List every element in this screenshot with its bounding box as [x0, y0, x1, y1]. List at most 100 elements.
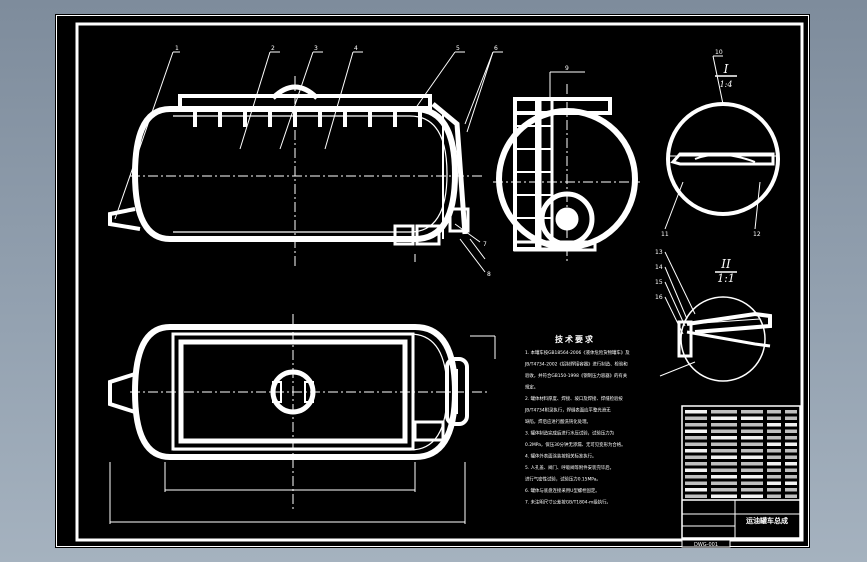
- detail-i: [664, 55, 780, 230]
- parts-list-cell: [685, 468, 707, 472]
- parts-list-cell: [711, 481, 737, 485]
- detail-ii-scale: 1:1: [717, 272, 735, 285]
- parts-list-cell: [741, 442, 763, 446]
- parts-list-cell: [785, 410, 797, 414]
- parts-list-cell: [785, 436, 797, 440]
- parts-list-cell: [767, 416, 781, 420]
- parts-list-cell: [685, 429, 707, 433]
- parts-list-cell: [711, 436, 737, 440]
- parts-list-cell: [711, 475, 737, 479]
- callout-11: 11: [661, 231, 669, 238]
- side-view: [493, 71, 640, 264]
- callout-6: 6: [494, 45, 498, 52]
- parts-list-cell: [767, 423, 781, 427]
- tech-requirement-line: 进行气密性试验，试验压力0.15MPa。: [525, 476, 601, 483]
- parts-list-cell: [685, 442, 707, 446]
- parts-list-cell: [685, 423, 707, 427]
- parts-list-cell: [785, 494, 797, 498]
- tech-requirement-line: 5. 人孔盖、阀门、呼吸阀等附件安装完毕后，: [525, 464, 614, 471]
- parts-list-cell: [685, 481, 707, 485]
- callout-9: 9: [565, 65, 569, 72]
- detail-ii-numeral: II: [720, 257, 731, 271]
- tech-requirements-title: 技术要求: [555, 334, 595, 344]
- tech-requirement-line: JB/T4734-2002《铝制焊接容器》进行制造、检验和: [524, 361, 628, 368]
- drawing-number: DWG-001: [694, 542, 718, 548]
- callout-13: 13: [655, 249, 663, 256]
- tech-requirement-line: 2. 罐体材料厚度、焊接、坡口及焊接、焊缝检验按: [525, 395, 623, 402]
- parts-list-cell: [711, 494, 737, 498]
- inner-border: [75, 22, 804, 542]
- parts-list-cell: [685, 436, 707, 440]
- callout-4: 4: [354, 45, 358, 52]
- main-view-callouts: 1 2 3 4 5 6 7 8: [175, 45, 498, 278]
- parts-list-cell: [767, 429, 781, 433]
- parts-list-cell: [711, 410, 737, 414]
- callout-16: 16: [655, 294, 663, 301]
- tech-requirements-lines: 1. 本罐车按GB18564-2006《液体危险货物罐车》及 JB/T4734-…: [524, 349, 630, 506]
- tech-requirement-line: 1. 本罐车按GB18564-2006《液体危险货物罐车》及: [525, 349, 630, 356]
- detail-i-label: I 1:4 10 11 12: [661, 49, 761, 238]
- parts-list-cell: [741, 429, 763, 433]
- parts-list-cell: [741, 410, 763, 414]
- callout-3: 3: [314, 45, 318, 52]
- parts-list-cell: [685, 455, 707, 459]
- parts-list-cell: [741, 436, 763, 440]
- parts-list-cell: [711, 468, 737, 472]
- parts-list-cell: [785, 475, 797, 479]
- parts-list-cell: [767, 436, 781, 440]
- detail-ii-label: II 1:1 13 14 15 16: [655, 249, 735, 301]
- parts-list-cell: [711, 462, 737, 466]
- parts-list-cell: [741, 449, 763, 453]
- detail-i-numeral: I: [723, 62, 729, 76]
- parts-list-cell: [711, 449, 737, 453]
- parts-list-cell: [785, 481, 797, 485]
- parts-list-cell: [741, 468, 763, 472]
- parts-list-cell: [767, 455, 781, 459]
- parts-list-cell: [685, 475, 707, 479]
- parts-list-cell: [741, 416, 763, 420]
- tech-requirement-line: 规定。: [525, 384, 538, 391]
- callout-15: 15: [655, 279, 663, 286]
- parts-list-cell: [685, 449, 707, 453]
- parts-list-cell: [767, 494, 781, 498]
- tech-requirement-line: 4. 罐体外表面涂装按相关标准执行。: [525, 453, 596, 460]
- parts-list-cell: [767, 449, 781, 453]
- parts-list-cell: [741, 488, 763, 492]
- parts-list: [685, 410, 797, 498]
- parts-list-cell: [685, 410, 707, 414]
- title-block: 运油罐车总成 DWG-001: [681, 405, 801, 548]
- parts-list-cell: [685, 494, 707, 498]
- parts-list-cell: [741, 475, 763, 479]
- parts-list-cell: [767, 481, 781, 485]
- parts-list-cell: [785, 423, 797, 427]
- parts-list-cell: [711, 429, 737, 433]
- tech-requirement-line: JB/T4734附录执行，焊缝表面应平整光滑无: [524, 407, 611, 414]
- parts-list-cell: [711, 416, 737, 420]
- tech-requirement-line: 7. 未注明尺寸公差按GB/T1804-m级执行。: [525, 499, 611, 506]
- parts-list-cell: [785, 442, 797, 446]
- callout-8: 8: [487, 271, 491, 278]
- parts-list-cell: [685, 416, 707, 420]
- parts-list-cell: [767, 442, 781, 446]
- detail-i-scale: 1:4: [720, 80, 733, 89]
- parts-list-cell: [785, 449, 797, 453]
- outer-border: [56, 15, 809, 547]
- parts-list-cell: [767, 462, 781, 466]
- tech-requirements: 技术要求 1. 本罐车按GB18564-2006《液体危险货物罐车》及 JB/T…: [524, 334, 630, 506]
- parts-list-cell: [767, 488, 781, 492]
- callout-10: 10: [715, 49, 723, 56]
- callout-12: 12: [753, 231, 761, 238]
- parts-list-cell: [767, 468, 781, 472]
- parts-list-cell: [741, 481, 763, 485]
- parts-list-cell: [685, 462, 707, 466]
- parts-list-cell: [785, 468, 797, 472]
- parts-list-cell: [741, 462, 763, 466]
- callout-7: 7: [483, 241, 487, 248]
- tech-requirement-line: 验收，并符合GB150-1998《钢制压力容器》的有关: [525, 372, 628, 379]
- parts-list-cell: [711, 455, 737, 459]
- plan-view: [108, 314, 496, 524]
- cad-drawing: 1 2 3 4 5 6 7 8: [56, 15, 809, 548]
- parts-list-cell: [741, 494, 763, 498]
- drawing-sheet: 1 2 3 4 5 6 7 8: [55, 14, 810, 548]
- callout-5: 5: [456, 45, 460, 52]
